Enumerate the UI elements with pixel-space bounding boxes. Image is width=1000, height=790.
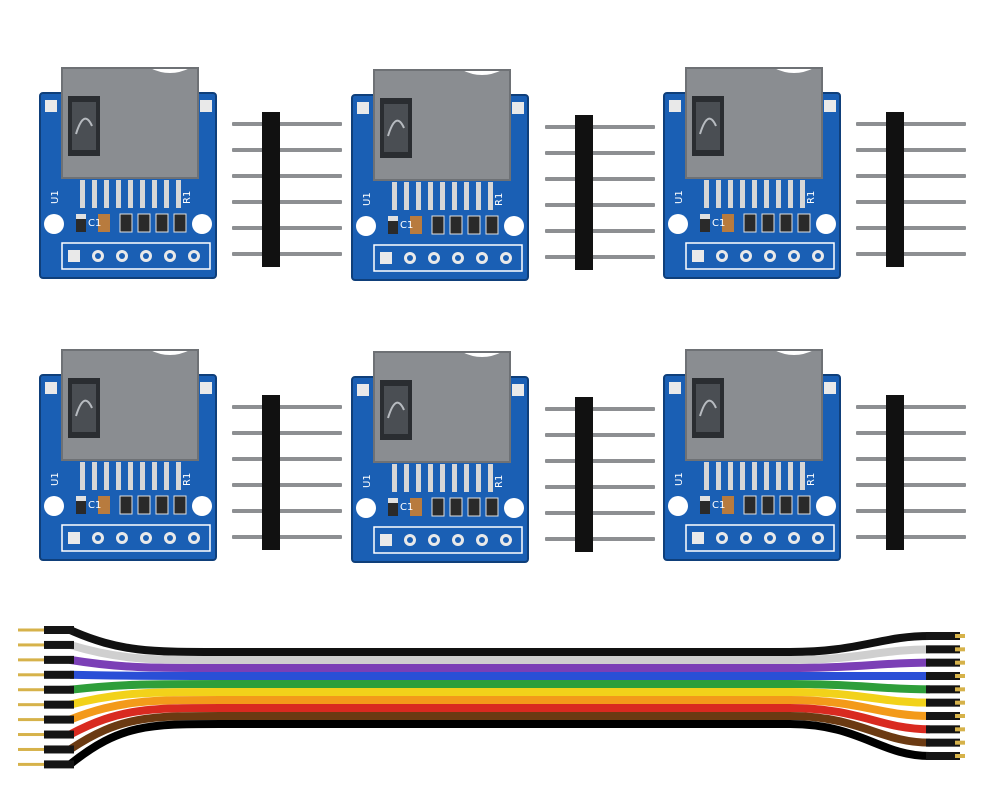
jumper-wire — [67, 712, 931, 753]
dupont-connector — [44, 730, 74, 739]
sd-module-1 — [39, 67, 217, 279]
dupont-connector — [44, 745, 74, 754]
sd-module-6 — [663, 349, 841, 561]
sd-module-5 — [351, 351, 529, 563]
gold-pin — [955, 674, 965, 678]
dupont-connector — [926, 645, 960, 654]
gold-pin — [955, 634, 965, 638]
dupont-connector — [44, 626, 74, 634]
dupont-connector — [44, 655, 74, 664]
dupont-connector — [44, 670, 74, 679]
gold-pin — [955, 714, 965, 718]
pin-header-2 — [545, 115, 655, 270]
dupont-connector — [44, 640, 74, 649]
pin-header-5 — [545, 397, 655, 552]
dupont-connector — [926, 672, 960, 680]
gold-pin — [18, 688, 44, 692]
jumper-wire — [68, 704, 931, 739]
gold-pin — [955, 754, 965, 758]
dupont-connector — [926, 685, 960, 694]
jumper-wire-ribbon — [18, 626, 965, 769]
dupont-connector — [44, 760, 74, 769]
gold-pin — [955, 727, 965, 732]
jumper-wire — [68, 626, 931, 656]
dupont-connector — [44, 685, 74, 694]
jumper-wire — [68, 641, 931, 664]
dupont-connector — [926, 658, 960, 667]
sd-module-4 — [39, 349, 217, 561]
gold-pin — [955, 647, 965, 652]
sd-module-2 — [351, 69, 529, 281]
pin-header-6 — [856, 395, 966, 550]
gold-pin — [955, 687, 965, 692]
jumper-wire — [69, 688, 931, 709]
dupont-connector — [926, 698, 960, 707]
gold-pin — [18, 673, 44, 677]
pin-header-4 — [232, 395, 342, 550]
dupont-connector — [926, 725, 960, 734]
jumper-wire — [68, 696, 931, 724]
gold-pin — [18, 703, 44, 707]
gold-pin — [18, 718, 44, 722]
gold-pin — [18, 762, 44, 766]
dupont-connector — [44, 715, 74, 724]
gold-pin — [18, 643, 44, 647]
dupont-connector — [44, 700, 74, 709]
pin-header-1 — [232, 112, 342, 267]
dupont-connector — [926, 738, 960, 747]
jumper-wire — [69, 655, 931, 672]
gold-pin — [18, 747, 44, 751]
sd-module-3 — [663, 67, 841, 279]
pin-header-3 — [856, 112, 966, 267]
gold-pin — [955, 660, 965, 665]
jumper-wire — [69, 670, 930, 681]
jumper-wire — [67, 720, 931, 768]
gold-pin — [955, 700, 965, 705]
jumper-wire — [69, 680, 931, 694]
dupont-connector — [926, 632, 960, 640]
dupont-connector — [926, 752, 960, 760]
gold-pin — [18, 628, 44, 632]
gold-pin — [955, 740, 965, 745]
gold-pin — [18, 658, 44, 662]
gold-pin — [18, 733, 44, 737]
dupont-connector — [926, 712, 960, 720]
